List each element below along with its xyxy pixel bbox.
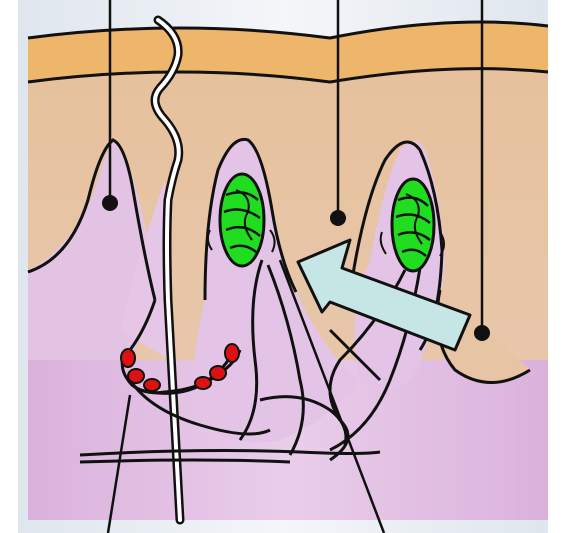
nerve-ending-red <box>121 349 135 367</box>
leader-dot-1 <box>102 195 118 211</box>
nerve-ending-red <box>210 366 226 380</box>
nerve-ending-red <box>144 379 160 391</box>
nerve-ending-red <box>225 344 239 362</box>
leader-dot-2 <box>330 210 346 226</box>
nerve-ending-red <box>195 377 211 389</box>
leader-dot-3 <box>474 325 490 341</box>
nerve-ending-red <box>128 369 144 383</box>
